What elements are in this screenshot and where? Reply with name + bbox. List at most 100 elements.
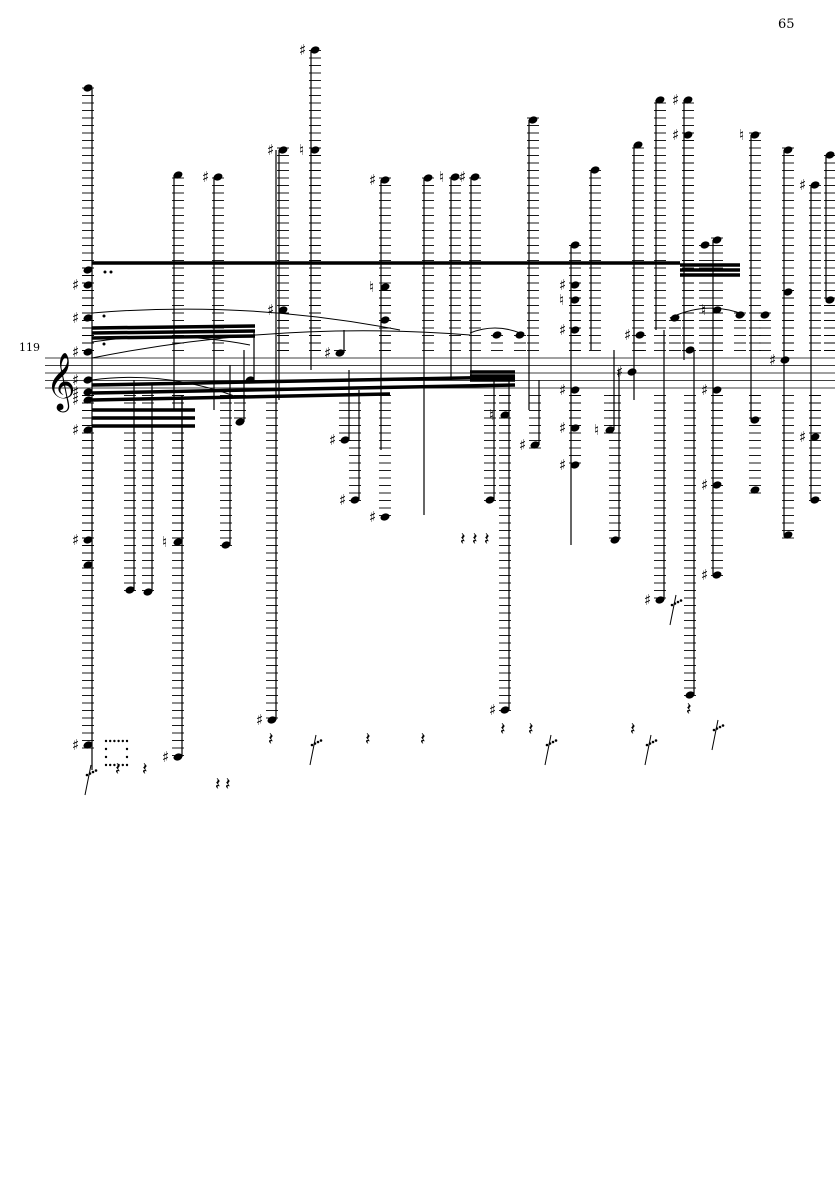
natural-icon: ♮ (559, 291, 564, 309)
tremolo-mark (711, 719, 719, 751)
notehead (450, 173, 460, 181)
notehead (83, 741, 93, 749)
natural-icon: ♮ (162, 533, 167, 551)
sharp-icon: ♯ (72, 343, 79, 361)
tremolo-dot (313, 742, 317, 745)
sharp-icon: ♯ (559, 456, 566, 474)
slur (91, 376, 241, 399)
sharp-icon: ♯ (72, 371, 79, 389)
tremolo-dot (679, 599, 683, 602)
notehead (423, 174, 433, 182)
notehead (685, 691, 695, 699)
quarter-rest-icon: 𝄽 (472, 529, 478, 550)
sharp-icon: ♯ (559, 419, 566, 437)
augmentation-dot (113, 739, 116, 743)
sharp-icon: ♯ (72, 391, 79, 409)
natural-icon: ♮ (701, 301, 706, 319)
notehead (380, 316, 390, 324)
sharp-icon: ♯ (256, 711, 263, 729)
sharp-icon: ♯ (339, 491, 346, 509)
sharp-icon: ♯ (299, 41, 306, 59)
notehead (310, 146, 320, 154)
slur (469, 327, 521, 334)
notehead (783, 288, 793, 296)
notehead (783, 146, 793, 154)
tremolo-dot (551, 740, 555, 744)
notehead (143, 588, 153, 596)
notehead (335, 349, 345, 357)
augmentation-dot (102, 342, 106, 346)
notehead (570, 424, 580, 432)
natural-icon: ♮ (369, 278, 374, 296)
sharp-icon: ♯ (324, 344, 331, 362)
tremolo-dot (85, 773, 89, 777)
sharp-icon: ♯ (672, 126, 679, 144)
quarter-rest-icon: 𝄽 (460, 529, 466, 550)
sharp-icon: ♯ (799, 428, 806, 446)
notehead (173, 753, 183, 761)
natural-icon: ♮ (489, 406, 494, 424)
quarter-rest-icon: 𝄽 (528, 719, 534, 740)
notehead (570, 326, 580, 334)
sharp-icon: ♯ (72, 383, 79, 401)
augmentation-dot (103, 270, 107, 274)
augmentation-dot (102, 314, 106, 318)
notehead (267, 716, 277, 724)
sharp-icon: ♯ (701, 476, 708, 494)
notehead (685, 346, 695, 354)
notehead (712, 386, 722, 394)
augmentation-dot (104, 763, 108, 767)
sharp-icon: ♯ (202, 168, 209, 186)
notehead (528, 116, 538, 124)
augmentation-dot (125, 747, 129, 751)
sharp-icon: ♯ (559, 381, 566, 399)
notehead (492, 331, 502, 339)
notehead (235, 418, 245, 426)
notehead (810, 181, 820, 189)
sharp-icon: ♯ (616, 363, 623, 381)
notehead (712, 236, 722, 244)
tremolo-dot (319, 739, 323, 742)
notehead (760, 311, 770, 319)
quarter-rest-icon: 𝄽 (686, 699, 692, 720)
notehead (570, 386, 580, 394)
tremolo-dot (721, 724, 725, 727)
notehead (825, 296, 835, 304)
notehead (750, 131, 760, 139)
notehead (83, 561, 93, 569)
notehead (780, 356, 790, 364)
beam (91, 383, 516, 395)
beam (91, 392, 391, 402)
quarter-rest-icon: 𝄽 (225, 774, 231, 795)
tremolo-mark (669, 594, 677, 626)
tremolo-dot (718, 725, 722, 729)
sharp-icon: ♯ (672, 91, 679, 109)
notehead (340, 436, 350, 444)
sharp-icon: ♯ (701, 381, 708, 399)
notehead (750, 486, 760, 494)
tremolo-dot (654, 739, 658, 742)
notehead (515, 331, 525, 339)
notehead (221, 541, 231, 549)
notehead (500, 706, 510, 714)
slur (91, 308, 401, 331)
natural-icon: ♮ (739, 126, 744, 144)
augmentation-dot (125, 763, 129, 767)
natural-icon: ♮ (299, 141, 304, 159)
notehead (310, 46, 320, 54)
notehead (735, 311, 745, 319)
tremolo-dot (88, 772, 92, 775)
notehead (570, 296, 580, 304)
notehead (683, 131, 693, 139)
treble-clef-icon: 𝄞 (46, 352, 76, 413)
notehead (470, 173, 480, 181)
sharp-icon: ♯ (559, 321, 566, 339)
sharp-icon: ♯ (267, 141, 274, 159)
tremolo-dot (316, 740, 320, 744)
quarter-rest-icon: 𝄽 (365, 729, 371, 750)
notehead (610, 536, 620, 544)
tremolo-dot (554, 739, 558, 742)
augmentation-dot (104, 755, 108, 759)
notehead (570, 461, 580, 469)
